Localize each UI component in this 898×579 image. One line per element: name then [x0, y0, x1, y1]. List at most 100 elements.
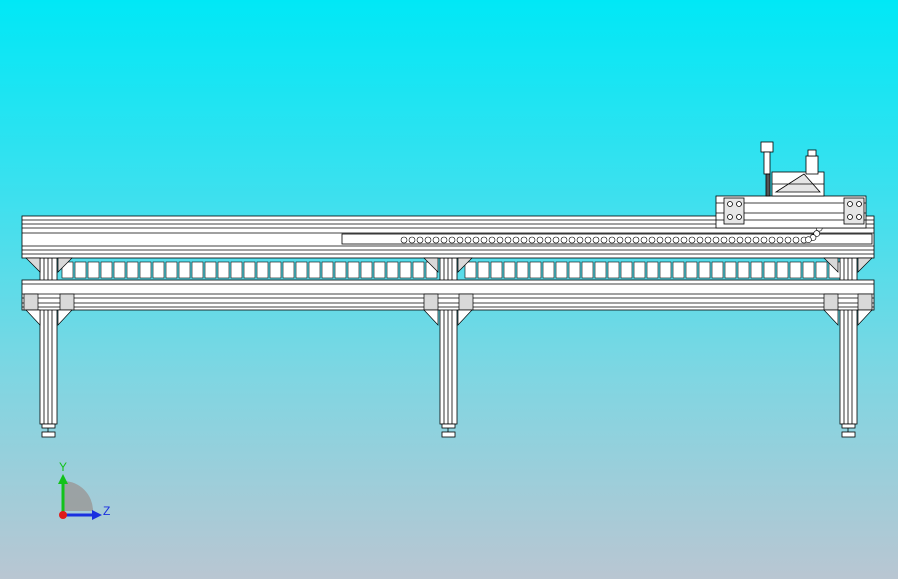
chain-link: [805, 236, 812, 243]
slat: [464, 261, 477, 279]
slat: [490, 261, 503, 279]
slat: [217, 261, 230, 279]
chain-link: [416, 236, 424, 244]
chain-link: [736, 236, 744, 244]
slat: [373, 261, 386, 279]
chain-link: [592, 236, 600, 244]
slat: [737, 261, 750, 279]
chain-link: [488, 236, 496, 244]
slat: [802, 261, 815, 279]
slat: [789, 261, 802, 279]
slat: [672, 261, 685, 279]
carriage: [715, 195, 867, 229]
slat: [711, 261, 724, 279]
slat: [139, 261, 152, 279]
chain-link: [544, 236, 552, 244]
chain-link: [712, 236, 720, 244]
chain-link: [784, 236, 792, 244]
lower-rail: [21, 279, 875, 311]
slat: [126, 261, 139, 279]
chain-link: [728, 236, 736, 244]
slat: [815, 261, 828, 279]
slat: [347, 261, 360, 279]
chain-link: [584, 236, 592, 244]
slat: [685, 261, 698, 279]
slat: [334, 261, 347, 279]
z-axis-motor: [760, 141, 825, 197]
slat: [620, 261, 633, 279]
slat: [542, 261, 555, 279]
chain-link: [480, 236, 488, 244]
chain-link: [813, 230, 821, 237]
slat: [412, 261, 425, 279]
slat: [607, 261, 620, 279]
chain-link: [752, 236, 760, 244]
coordinate-triad-icon: [58, 474, 102, 520]
chain-link: [456, 236, 464, 244]
chain-link: [424, 236, 432, 244]
chain-link: [656, 236, 664, 244]
chain-link: [496, 236, 504, 244]
chain-link: [448, 236, 456, 244]
slat: [100, 261, 113, 279]
chain-link: [648, 236, 656, 244]
chain-link: [792, 236, 800, 244]
chain-link: [576, 236, 584, 244]
slat: [230, 261, 243, 279]
slat: [191, 261, 204, 279]
chain-link: [760, 236, 768, 244]
chain-link: [400, 236, 408, 244]
chain-link: [632, 236, 640, 244]
y-axis-label: Y: [59, 460, 67, 474]
slat: [178, 261, 191, 279]
slat: [750, 261, 763, 279]
chain-link: [624, 236, 632, 244]
slat: [698, 261, 711, 279]
chain-link: [472, 236, 480, 244]
chain-link: [408, 236, 416, 244]
chain-link: [744, 236, 752, 244]
bracket-group: [23, 293, 873, 326]
chain-link: [504, 236, 512, 244]
slat: [308, 261, 321, 279]
slat: [646, 261, 659, 279]
slat: [594, 261, 607, 279]
chain-link: [704, 236, 712, 244]
chain-link: [512, 236, 520, 244]
slat: [633, 261, 646, 279]
upper-brackets: [25, 257, 873, 273]
slat: [282, 261, 295, 279]
chain-link: [696, 236, 704, 244]
slat: [360, 261, 373, 279]
guide-slats: [61, 261, 841, 279]
slat: [113, 261, 126, 279]
slat: [516, 261, 529, 279]
slat: [74, 261, 87, 279]
chain-link: [560, 236, 568, 244]
chain-link: [528, 236, 536, 244]
slat: [724, 261, 737, 279]
chain-link: [568, 236, 576, 244]
slat: [477, 261, 490, 279]
slat: [386, 261, 399, 279]
slat: [243, 261, 256, 279]
z-axis-label: Z: [103, 504, 110, 518]
slat: [165, 261, 178, 279]
chain-link: [432, 236, 440, 244]
chain-link: [680, 236, 688, 244]
chain-link: [600, 236, 608, 244]
chain-link: [664, 236, 672, 244]
slat: [269, 261, 282, 279]
slat: [152, 261, 165, 279]
slat: [581, 261, 594, 279]
chain-link: [672, 236, 680, 244]
chain-link: [688, 236, 696, 244]
slat: [659, 261, 672, 279]
chain-link: [776, 236, 784, 244]
chain-link: [640, 236, 648, 244]
slat: [763, 261, 776, 279]
slat: [568, 261, 581, 279]
chain-link: [520, 236, 528, 244]
